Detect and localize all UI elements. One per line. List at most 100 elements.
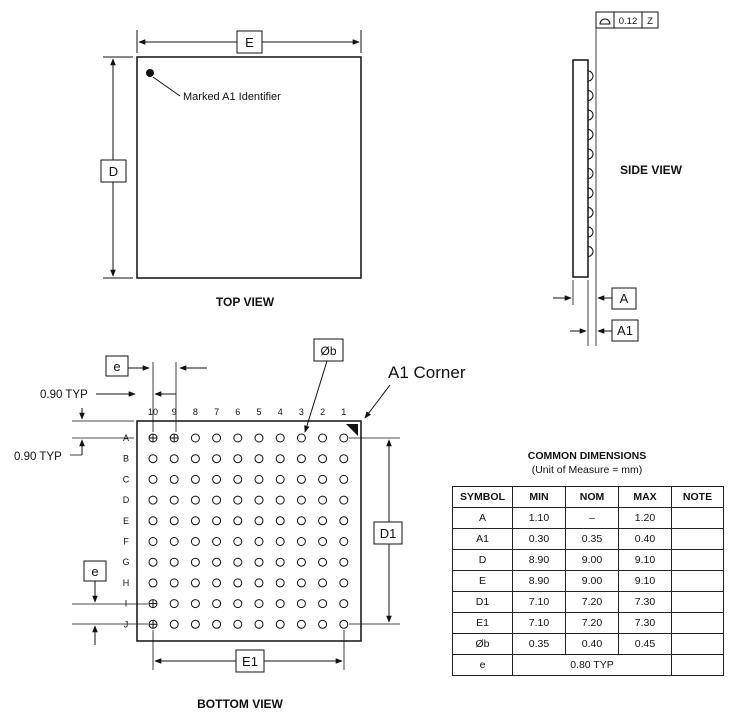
- ball-crosshair: [149, 599, 157, 608]
- ball-pad: [212, 495, 222, 505]
- flatness-value: 0.12: [619, 16, 638, 27]
- cell-min: 7.10: [512, 591, 566, 613]
- ball-pad: [254, 454, 264, 464]
- ball-pad: [148, 454, 158, 464]
- ball-pad: [254, 537, 264, 546]
- ball-pad: [254, 578, 264, 588]
- ball-diameter-leader: [304, 360, 328, 433]
- ball-pad: [190, 557, 200, 567]
- header-symbol: SYMBOL: [452, 486, 513, 508]
- pitch-label-left: e: [91, 564, 98, 579]
- ball-pad: [339, 433, 349, 443]
- ball-crosshair: [149, 620, 157, 629]
- cell-min: 1.10: [512, 507, 566, 529]
- ball-pad: [233, 454, 243, 464]
- cell-note: [671, 612, 724, 634]
- ball-pad: [212, 599, 222, 609]
- ball-pad: [275, 578, 285, 588]
- ball-pad: [275, 516, 285, 526]
- ball-pad: [318, 578, 328, 588]
- ball-pad: [148, 516, 158, 526]
- cell-note: [671, 528, 724, 550]
- bottom-view-outline: [136, 420, 362, 642]
- a1-marker-dot: [146, 69, 154, 77]
- ball-pad: [169, 599, 179, 609]
- a1-marker-label: Marked A1 Identifier: [183, 91, 281, 103]
- dimensions-subtitle: (Unit of Measure = mm): [531, 464, 643, 476]
- dim-e1-label: E1: [242, 654, 258, 669]
- cell-max: 1.20: [618, 507, 672, 529]
- cell-note: [671, 570, 724, 592]
- ball-pad: [318, 454, 328, 464]
- ball-pad: [190, 516, 200, 526]
- cell-min: 0.30: [512, 528, 566, 550]
- dim-a-label: A: [620, 291, 629, 306]
- side-ball-group: [587, 70, 594, 257]
- side-ball: [587, 129, 594, 140]
- ball-pad: [190, 619, 200, 629]
- ball-pad: [275, 454, 285, 464]
- row-label: C: [123, 474, 130, 484]
- a1-corner-mark: [346, 424, 358, 436]
- cell-pitch-value: 0.80 TYP: [512, 654, 672, 676]
- ball-pad: [169, 454, 179, 464]
- ball-pad: [318, 537, 328, 546]
- header-note: NOTE: [671, 486, 724, 508]
- ball-pad: [318, 599, 328, 609]
- ball-pad: [169, 474, 179, 484]
- dim-e-label: E: [245, 35, 254, 50]
- cell-nom: –: [565, 507, 619, 529]
- ball-pad: [212, 619, 222, 629]
- ball-pad: [169, 578, 179, 588]
- column-label: 1: [341, 407, 346, 417]
- column-label: 6: [235, 407, 240, 417]
- cell-max: 9.10: [618, 549, 672, 571]
- ball-pad: [296, 599, 306, 609]
- dimensions-title: COMMON DIMENSIONS: [527, 450, 647, 462]
- ball-pad: [190, 537, 200, 546]
- ball-pad: [296, 619, 306, 629]
- cell-nom: 0.35: [565, 528, 619, 550]
- side-ball: [587, 109, 594, 121]
- ball-pad: [318, 433, 328, 443]
- ball-pad: [148, 557, 158, 567]
- ball-pad: [275, 474, 285, 484]
- ball-pad: [339, 619, 349, 629]
- header-nom: NOM: [565, 486, 619, 508]
- side-ball: [587, 226, 594, 238]
- ball-pad: [169, 495, 179, 505]
- side-ball: [587, 90, 594, 101]
- ball-pad: [254, 619, 264, 629]
- ball-pad: [275, 495, 285, 505]
- ball-pad: [296, 454, 306, 464]
- ball-pad: [169, 619, 179, 629]
- ball-pad: [318, 619, 328, 629]
- cell-symbol: A: [452, 507, 513, 529]
- cell-nom: 9.00: [565, 549, 619, 571]
- ball-crosshair: [149, 434, 157, 442]
- cell-symbol: A1: [452, 528, 513, 550]
- side-view-body: [572, 59, 589, 278]
- ball-pad: [339, 599, 349, 609]
- a1-corner-leader: [364, 384, 391, 419]
- header-max: MAX: [618, 486, 672, 508]
- row-label: G: [122, 557, 129, 567]
- ball-pad: [275, 599, 285, 609]
- ball-pad: [233, 433, 243, 443]
- ball-pad: [233, 537, 243, 546]
- side-ball: [587, 207, 594, 218]
- side-view: 0.12 Z SIDE VIEW A A1: [553, 11, 683, 346]
- header-min: MIN: [512, 486, 566, 508]
- ball-pad: [296, 537, 306, 546]
- ball-pad: [296, 516, 306, 526]
- ball-pad: [275, 433, 285, 443]
- ball-pad: [169, 537, 179, 546]
- ball-pad: [318, 557, 328, 567]
- top-view-title: TOP VIEW: [216, 295, 275, 309]
- cell-nom: 9.00: [565, 570, 619, 592]
